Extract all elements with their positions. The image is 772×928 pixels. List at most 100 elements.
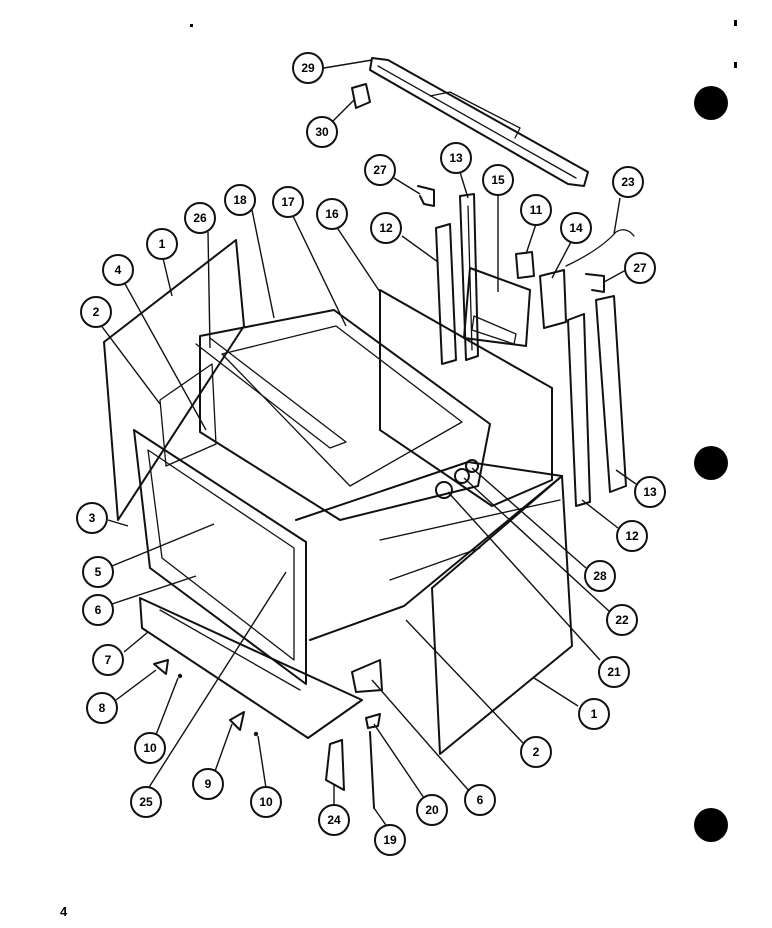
callout-label: 3	[89, 511, 96, 525]
part-body-box	[295, 461, 563, 641]
callout-14: 14	[560, 212, 592, 244]
callout-9: 9	[192, 768, 224, 800]
part-bracket-27-right	[585, 273, 605, 293]
part-channel-13-right	[595, 295, 627, 493]
callout-30: 30	[306, 116, 338, 148]
callout-label: 6	[95, 603, 102, 617]
part-knob-28	[465, 459, 479, 473]
callout-13: 13	[634, 476, 666, 508]
callout-6: 6	[464, 784, 496, 816]
callout-15: 15	[482, 164, 514, 196]
callout-label: 15	[491, 173, 505, 187]
callout-label: 23	[621, 175, 635, 189]
leader-lines	[99, 59, 637, 829]
callout-label: 13	[449, 151, 463, 165]
callout-label: 12	[625, 529, 639, 543]
callout-18: 18	[224, 184, 256, 216]
callout-label: 30	[315, 125, 329, 139]
callout-25: 25	[130, 786, 162, 818]
callout-label: 16	[325, 207, 339, 221]
part-knob-21	[435, 481, 453, 499]
scan-speck	[734, 62, 737, 68]
part-bracket-27-top	[417, 185, 435, 207]
callout-12: 12	[370, 212, 402, 244]
callout-label: 21	[607, 665, 621, 679]
callout-27: 27	[624, 252, 656, 284]
callout-2: 2	[520, 736, 552, 768]
callout-label: 28	[593, 569, 607, 583]
callout-label: 6	[477, 793, 484, 807]
callout-label: 26	[193, 211, 207, 225]
callout-20: 20	[416, 794, 448, 826]
part-channel-12-right	[567, 313, 591, 507]
callout-24: 24	[318, 804, 350, 836]
callout-label: 9	[205, 777, 212, 791]
callout-26: 26	[184, 202, 216, 234]
callout-label: 2	[533, 745, 540, 759]
callout-label: 29	[301, 61, 315, 75]
part-top-trim-29	[369, 57, 589, 187]
part-leg-24	[325, 739, 345, 791]
part-knob-22	[454, 468, 470, 484]
callout-label: 14	[569, 221, 583, 235]
callout-label: 2	[93, 305, 100, 319]
callout-22: 22	[606, 604, 638, 636]
part-side-panel-1-right	[431, 475, 573, 755]
callout-8: 8	[86, 692, 118, 724]
binder-hole-middle	[694, 446, 728, 480]
part-side-panel-1-left	[103, 239, 245, 521]
part-hinge-8	[153, 659, 169, 675]
part-screws-10	[177, 673, 259, 737]
callout-1: 1	[146, 228, 178, 260]
callout-10: 10	[134, 732, 166, 764]
callout-3: 3	[76, 502, 108, 534]
callout-7: 7	[92, 644, 124, 676]
callout-label: 13	[643, 485, 657, 499]
callout-label: 5	[95, 565, 102, 579]
part-screw-19	[369, 731, 375, 809]
callout-17: 17	[272, 186, 304, 218]
callout-label: 25	[139, 795, 153, 809]
callout-19: 19	[374, 824, 406, 856]
callout-label: 20	[425, 803, 439, 817]
callout-label: 7	[105, 653, 112, 667]
part-side-panel-2-left	[159, 363, 217, 467]
callout-label: 8	[99, 701, 106, 715]
callout-label: 12	[379, 221, 393, 235]
part-oven-cavity-17	[195, 309, 491, 521]
part-channel-12-top	[435, 223, 457, 365]
part-clip-30	[351, 83, 371, 109]
scan-speck	[734, 20, 737, 26]
callout-label: 18	[233, 193, 247, 207]
callout-13: 13	[440, 142, 472, 174]
callout-label: 11	[530, 203, 543, 217]
callout-label: 10	[259, 795, 273, 809]
callout-label: 27	[373, 163, 387, 177]
callout-label: 4	[115, 263, 122, 277]
callout-10: 10	[250, 786, 282, 818]
callout-29: 29	[292, 52, 324, 84]
part-rear-panel-16	[379, 289, 553, 507]
binder-hole-bottom	[694, 808, 728, 842]
callout-4: 4	[102, 254, 134, 286]
callout-label: 19	[383, 833, 397, 847]
page-number: 4	[60, 904, 68, 919]
callout-23: 23	[612, 166, 644, 198]
callout-label: 10	[143, 741, 157, 755]
callout-6: 6	[82, 594, 114, 626]
callout-2: 2	[80, 296, 112, 328]
callout-label: 27	[633, 261, 647, 275]
part-baffle-15	[463, 267, 531, 347]
scan-speck	[190, 24, 193, 27]
part-wire-23	[565, 229, 635, 267]
part-bottom-frame-7	[139, 597, 363, 739]
callout-5: 5	[82, 556, 114, 588]
callout-28: 28	[584, 560, 616, 592]
part-hinge-6-right	[351, 659, 383, 693]
part-hinge-9	[229, 711, 245, 731]
callout-1: 1	[578, 698, 610, 730]
callout-12: 12	[616, 520, 648, 552]
part-duct-14	[539, 269, 567, 329]
callout-label: 1	[159, 237, 166, 251]
